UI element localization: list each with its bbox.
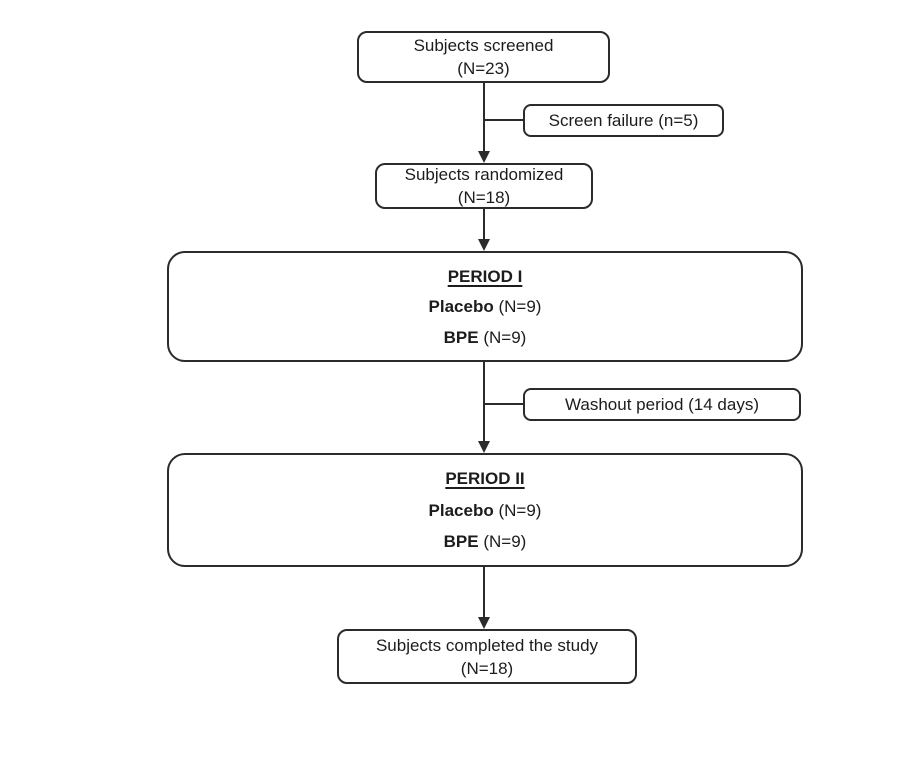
- connector-screened-to-randomized: [483, 83, 485, 152]
- period-2-arm-placebo: Placebo (N=9): [429, 499, 542, 522]
- arrow-down-icon: [478, 617, 490, 629]
- box-period-1: PERIOD I Placebo (N=9) BPE (N=9): [167, 251, 803, 362]
- subjects-screened-count: (N=23): [457, 59, 510, 78]
- period-2-arm-bpe: BPE (N=9): [444, 530, 527, 553]
- arm-count: (N=9): [478, 327, 527, 347]
- subjects-randomized-label: Subjects randomized: [404, 165, 564, 184]
- period-1-title: PERIOD I: [447, 266, 523, 286]
- arrow-down-icon: [478, 441, 490, 453]
- connector-randomized-to-period1: [483, 209, 485, 240]
- branch-line-screen-failure: [483, 119, 524, 121]
- box-subjects-screened: Subjects screened (N=23): [357, 31, 610, 83]
- subjects-completed-count: (N=18): [460, 658, 514, 678]
- subjects-completed-label: Subjects completed the study: [375, 635, 599, 655]
- connector-period1-to-period2: [483, 362, 485, 442]
- box-washout-period: Washout period (14 days): [523, 388, 801, 421]
- period-1-arm-bpe: BPE (N=9): [444, 326, 527, 349]
- period-2-title: PERIOD II: [445, 469, 525, 489]
- washout-label: Washout period (14 days): [564, 395, 760, 414]
- branch-line-washout: [483, 403, 524, 405]
- period-1-arm-placebo: Placebo (N=9): [429, 295, 542, 318]
- box-period-2: PERIOD II Placebo (N=9) BPE (N=9): [167, 453, 803, 567]
- connector-period2-to-completed: [483, 567, 485, 618]
- arm-count: (N=9): [493, 297, 542, 316]
- arm-name: Placebo: [428, 297, 494, 316]
- subjects-randomized-count: (N=18): [457, 188, 511, 207]
- box-subjects-randomized: Subjects randomized (N=18): [375, 163, 593, 209]
- arrow-down-icon: [478, 239, 490, 251]
- arrow-down-icon: [478, 151, 490, 163]
- arm-count: (N=9): [493, 500, 542, 520]
- screen-failure-label: Screen failure (n=5): [548, 111, 699, 130]
- box-subjects-completed: Subjects completed the study (N=18): [337, 629, 637, 684]
- arm-name: BPE: [443, 531, 479, 551]
- subjects-screened-label: Subjects screened: [413, 36, 554, 55]
- box-screen-failure: Screen failure (n=5): [523, 104, 724, 137]
- arm-count: (N=9): [478, 531, 527, 551]
- arm-name: Placebo: [428, 500, 494, 520]
- arm-name: BPE: [443, 327, 479, 347]
